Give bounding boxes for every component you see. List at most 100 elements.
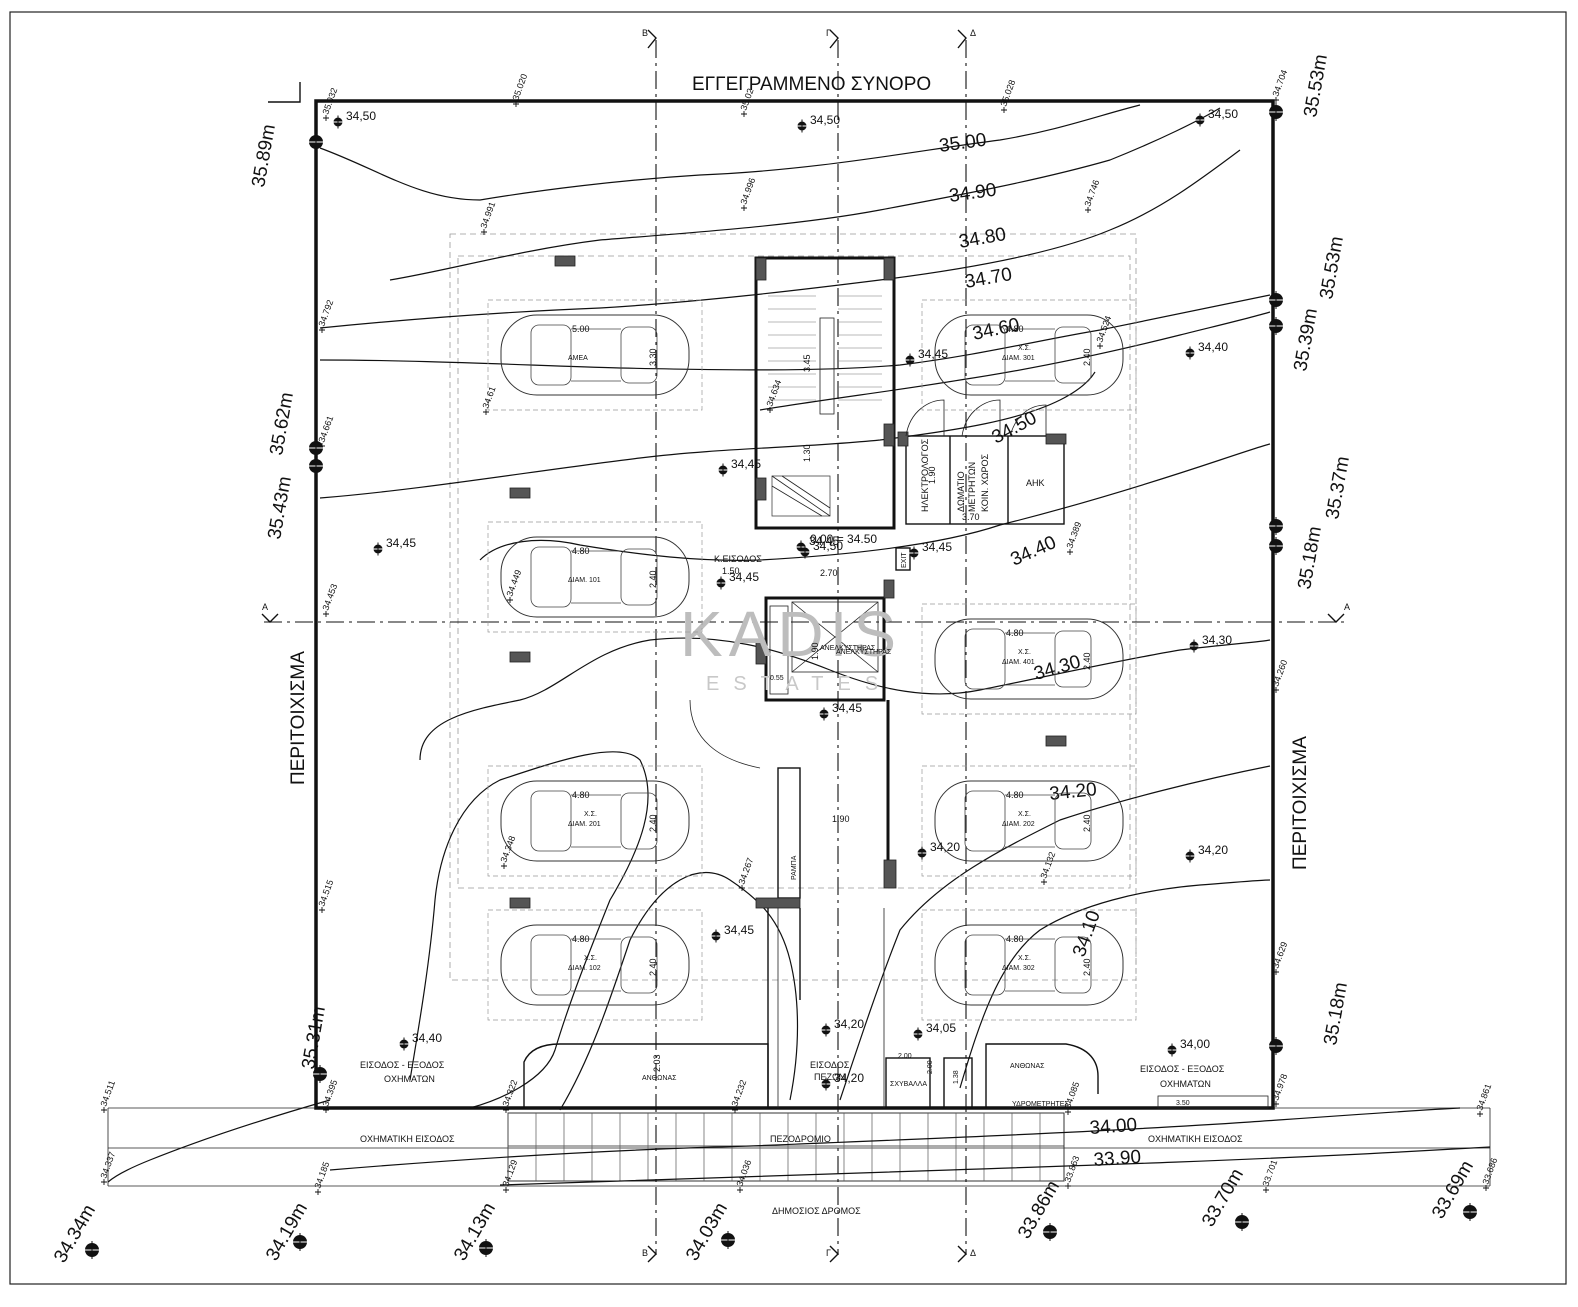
spot-level: 34,45: [714, 570, 759, 590]
car-windshield: [530, 324, 572, 386]
survey-value: 34.389: [1064, 520, 1083, 549]
survey-value: 34.991: [478, 200, 497, 229]
dimension: 2.03: [652, 1054, 662, 1072]
spot-level: 34,45: [371, 536, 416, 556]
parking-width: 2.40: [648, 958, 658, 976]
corner-height: 34.19m: [262, 1199, 312, 1264]
survey-cross: [319, 327, 325, 333]
neighbour-corner: [268, 82, 301, 103]
dimension: 2.70: [820, 568, 838, 578]
survey-point: 34.861: [1474, 1082, 1493, 1117]
entry-exit-right-line2: ΟΧΗΜΑΤΩΝ: [1160, 1079, 1211, 1089]
dimension: 1.30: [802, 444, 812, 462]
contour-label: 34.40: [1007, 532, 1059, 571]
parking-sub: Χ.Σ.: [584, 811, 597, 818]
corner-height: 35.31m: [298, 1005, 330, 1083]
contour-label: 34.00: [1089, 1115, 1138, 1139]
corner-height: 35.39m: [1267, 307, 1322, 373]
parking-length: 4.80: [572, 934, 590, 944]
parking-width: 2.40: [648, 570, 658, 588]
survey-value: 35.020: [510, 72, 529, 101]
survey-value: 34.661: [316, 414, 335, 443]
survey-point: 34.515: [316, 878, 335, 913]
spot-level: 34,45: [907, 540, 952, 560]
parking-title: ΔΙΑΜ. 101: [568, 577, 601, 584]
car-rear-window: [1054, 630, 1092, 688]
meters-room-label-3: ΚΟΙΝ. ΧΩΡΟΣ: [980, 454, 990, 512]
fence-label-right: ΠΕΡΙΤΟΙΧΙΣΜΑ: [1290, 736, 1311, 870]
survey-value: 34.036: [734, 1158, 753, 1187]
parking-space: 4.802.40Χ.Σ.ΔΙΑΜ. 301: [921, 299, 1137, 411]
survey-value: 34.449: [504, 568, 523, 597]
parking-length: 5.00: [572, 324, 590, 334]
corner-height: 35.89m: [248, 123, 325, 189]
dimension: 1.50: [722, 566, 740, 576]
corner-height-value: 35.43m: [264, 475, 296, 541]
survey-cross: [319, 907, 325, 913]
section-marker-bottom-d: Δ: [970, 1248, 976, 1258]
parking-bay: [487, 909, 703, 1021]
pedestrian-entrance-line2: ΠΕΖΩΝ: [814, 1072, 845, 1082]
survey-cross: [323, 1107, 329, 1113]
survey-value: 34.511: [98, 1079, 117, 1108]
parking-title: ΑΜΕΑ: [568, 355, 588, 362]
corner-height: 34.03m: [682, 1199, 737, 1265]
survey-point: 35.032: [320, 86, 339, 121]
survey-cross: [323, 115, 329, 121]
parking-length: 4.80: [1006, 934, 1024, 944]
survey-value: 34.861: [1474, 1082, 1493, 1111]
spot-level: 34,20: [819, 1017, 864, 1037]
spot-level: 34,30: [1187, 633, 1232, 653]
survey-cross: [1065, 1109, 1071, 1115]
north-border-label: ΕΓΓΕΓΡΑΜΜΕΝΟ ΣΥΝΟΡΟ: [692, 74, 931, 95]
spot-level-value: 34,50: [810, 113, 840, 127]
spot-level: 34,05: [911, 1021, 956, 1041]
car-windshield: [964, 628, 1006, 690]
dimension: 2.00: [927, 1060, 934, 1074]
parking-title: ΔΙΑΜ. 302: [1002, 965, 1035, 972]
survey-value: 34.996: [738, 176, 757, 205]
main-entrance-label: Κ.ΕΙΣΟΔΟΣ: [714, 554, 762, 564]
car-rear-window: [620, 792, 658, 850]
survey-point: 34.453: [320, 582, 339, 617]
survey-cross: [1483, 1185, 1489, 1191]
corner-height: 34.34m: [50, 1201, 101, 1267]
spot-level-value: 34,05: [926, 1021, 956, 1035]
survey-value: 34.232: [729, 1078, 748, 1107]
survey-cross: [323, 611, 329, 617]
car-body: [500, 780, 690, 862]
contour-label: 35.00: [938, 130, 988, 157]
survey-point: 34.61: [480, 385, 498, 415]
survey-cross: [1273, 687, 1279, 693]
spot-level-value: 34,45: [832, 701, 862, 715]
survey-value: 34.453: [320, 582, 339, 611]
corner-height-value: 35.53m: [1316, 235, 1348, 301]
spot-level: 34,50: [331, 109, 376, 129]
parking-width: 2.40: [1082, 652, 1092, 670]
survey-cross: [1085, 207, 1091, 213]
contour-label: 34.80: [957, 224, 1007, 253]
corner-height-value: 34.19m: [262, 1199, 312, 1264]
parking-space: 4.802.40Χ.Σ.ΔΙΑΜ. 302: [921, 909, 1137, 1021]
spot-level-value: 34,50: [813, 539, 843, 553]
survey-point: 34.185: [312, 1160, 331, 1195]
contour-label: 34.50: [988, 408, 1040, 449]
survey-point: 34.524: [1094, 314, 1113, 349]
spot-level-value: 34,45: [922, 540, 952, 554]
spot-level: 34,20: [915, 840, 960, 860]
dimension: 2.00: [898, 1053, 912, 1060]
survey-value: 34.322: [500, 1078, 519, 1107]
contour-lines: [107, 104, 1491, 1186]
spot-level-value: 34,45: [918, 347, 948, 361]
parking-space: 4.802.40Χ.Σ.ΔΙΑΜ. 201: [487, 765, 703, 877]
contour-label: 34.30: [1032, 652, 1083, 685]
survey-value: 34.267: [736, 856, 755, 885]
building-outline-inner: [457, 255, 1131, 889]
car-windshield: [964, 934, 1006, 996]
section-axes: [264, 40, 1345, 1255]
survey-cross: [481, 229, 487, 235]
parking-bay: [921, 299, 1137, 411]
section-marker-side-a-left: Α: [262, 602, 268, 612]
meters-room-label-1: ΔΩΜΑΤΙΟ: [956, 471, 966, 512]
